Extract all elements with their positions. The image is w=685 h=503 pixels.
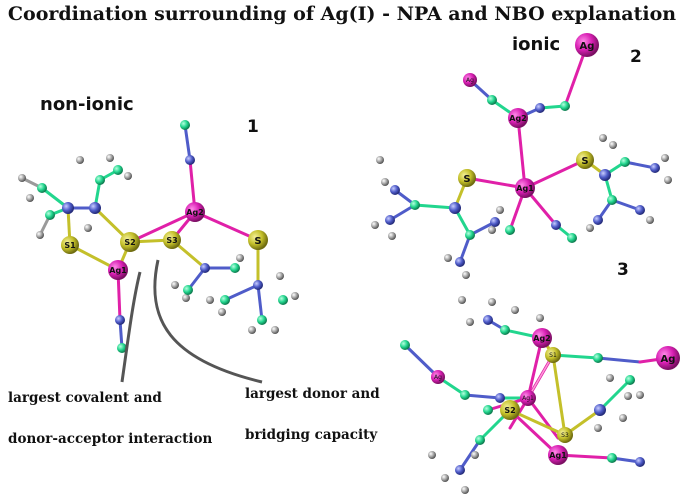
label-ag1-structure2: Ag1: [516, 184, 534, 193]
silver-ag-atom-small-3: [431, 370, 445, 384]
silver-ag1-atom-3: [548, 445, 568, 465]
label-s3-structure1: S3: [166, 236, 177, 245]
structure-2-heavy-atoms: Ag Ag Ag2 Ag1 S S: [458, 33, 599, 198]
structure-number-2: 2: [630, 47, 642, 67]
structure-2-hydrogens: [371, 134, 672, 279]
silver-ag1-atom-2: [515, 178, 535, 198]
structure-1: S1 S2 S3 S Ag2 Ag1: [18, 120, 299, 353]
covalent-annotation-line1: largest covalent and: [8, 390, 162, 406]
label-s-structure1: S: [254, 236, 261, 247]
non-ionic-label: non-ionic: [40, 94, 134, 115]
figure-title: Coordination surrounding of Ag(I) - NPA …: [8, 3, 676, 25]
sulfur-s-atom: [248, 230, 268, 250]
donor-annotation-line1: largest donor and: [245, 386, 380, 402]
silver-ag1-atom-center: [520, 390, 536, 406]
donor-pointer-line: [153, 259, 263, 384]
structure-2: Ag Ag Ag2 Ag1 S S: [371, 33, 672, 279]
label-ag-small-structure2: Ag: [466, 77, 474, 84]
label-s-right-structure2: S: [581, 156, 588, 167]
silver-ag2-atom-3: [532, 328, 552, 348]
sulfur-s2-atom: [120, 232, 140, 252]
covalent-annotation-line2: donor-acceptor interaction: [8, 431, 212, 447]
label-ag1-structure1: Ag1: [109, 266, 127, 275]
structure-1-hydrogens: [18, 154, 299, 334]
structure-1-heavy-atoms: S1 S2 S3 S Ag2 Ag1: [61, 202, 268, 280]
structure-number-1: 1: [247, 117, 259, 137]
label-ag-small-structure3: Ag: [434, 374, 442, 381]
label-s1-structure3: S1: [549, 352, 557, 359]
label-ag1-center-structure3: Ag1: [522, 395, 534, 402]
covalent-pointer-line: [120, 271, 142, 383]
sulfur-s-atom-left: [458, 169, 476, 187]
label-ag1-structure3: Ag1: [549, 451, 567, 460]
label-s2-structure1: S2: [124, 238, 135, 247]
structure-3-thin-bond: [527, 354, 554, 399]
donor-annotation-line2: bridging capacity: [245, 427, 378, 443]
label-s3-structure3: S3: [561, 432, 569, 439]
sulfur-s1-atom-3: [545, 347, 561, 363]
structure-2-bonds: [388, 43, 657, 264]
label-ag-structure2: Ag: [580, 41, 595, 52]
silver-ag-atom-top: [575, 33, 599, 57]
structure-3-light-atoms: [400, 315, 645, 475]
label-s-left-structure2: S: [463, 174, 470, 185]
structure-number-3: 3: [617, 260, 629, 280]
structure-3: Ag Ag Ag2 Ag1 Ag1 S1 S2 S3: [400, 296, 680, 494]
label-s2-structure3: S2: [504, 406, 515, 415]
sulfur-s1-atom: [61, 236, 79, 254]
silver-ag-atom-small: [463, 73, 477, 87]
silver-ag1-atom: [108, 260, 128, 280]
label-s1-structure1: S1: [64, 241, 76, 250]
silver-ag-atom-right: [656, 346, 680, 370]
sulfur-s3-atom-3: [557, 427, 573, 443]
label-ag-structure3: Ag: [661, 354, 676, 365]
label-ag2-structure3: Ag2: [533, 334, 550, 343]
label-ag2-structure1: Ag2: [186, 208, 203, 217]
silver-ag2-atom: [185, 202, 205, 222]
sulfur-s-atom-right: [576, 151, 594, 169]
structure-3-hydrogens: [428, 296, 644, 494]
structure-1-bonds: [20, 123, 264, 350]
silver-ag2-atom-2: [508, 108, 528, 128]
ionic-label: ionic: [512, 34, 560, 55]
label-ag2-structure2: Ag2: [509, 114, 526, 123]
sulfur-s2-atom-3: [500, 400, 520, 420]
sulfur-s3-atom: [163, 231, 181, 249]
structure-1-light-atoms: [37, 120, 288, 353]
structure-3-heavy-atoms: Ag Ag Ag2 Ag1 Ag1 S1 S2 S3: [431, 328, 680, 465]
